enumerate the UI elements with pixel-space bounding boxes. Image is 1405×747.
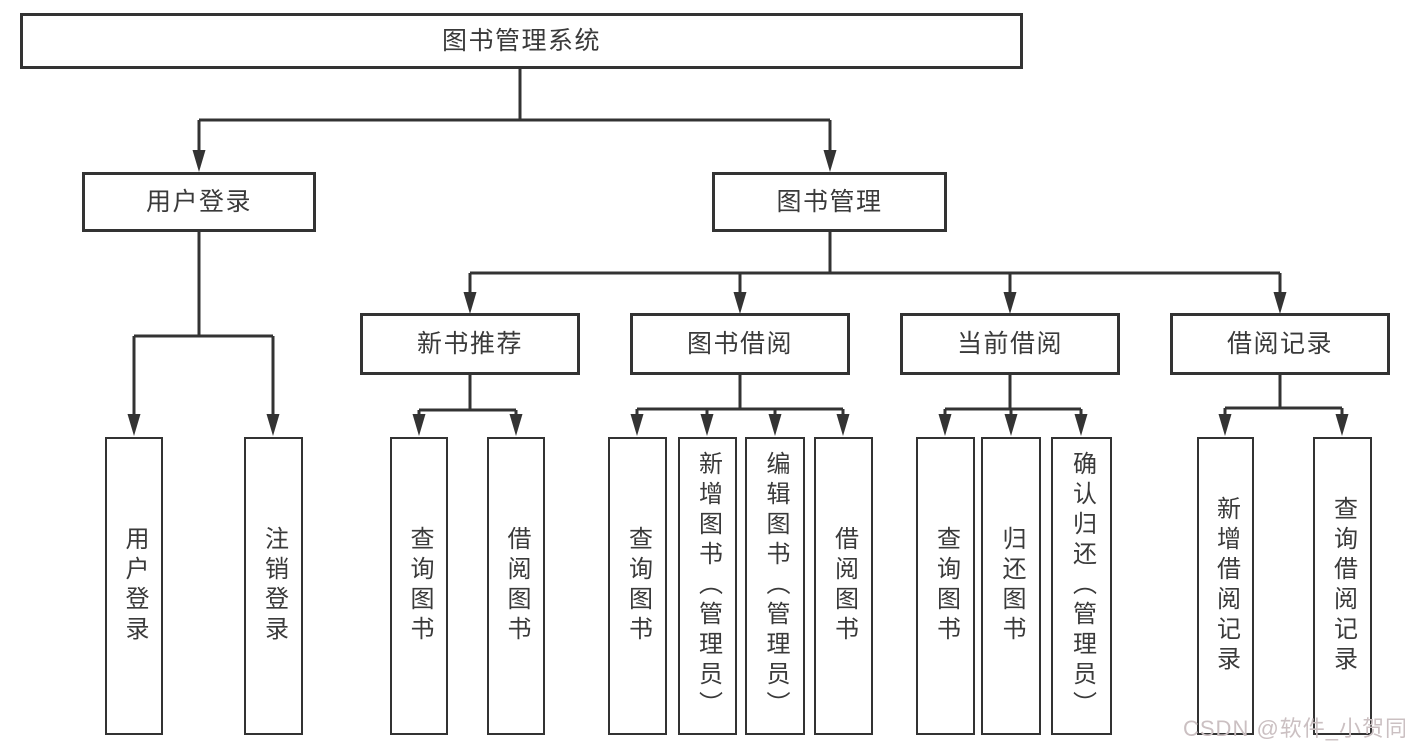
leaf-return-books: 归还图书 bbox=[981, 437, 1041, 735]
leaf-borrow-books-borrowing: 借阅图书 bbox=[814, 437, 873, 735]
leaf-search-books-current: 查询图书 bbox=[916, 437, 975, 735]
leaf-return-books-label: 归还图书 bbox=[998, 526, 1025, 646]
node-book-management-label: 图书管理 bbox=[776, 187, 883, 216]
csdn-watermark: CSDN @软件_小贺同学 bbox=[1183, 716, 1405, 741]
node-book-management: 图书管理 bbox=[712, 172, 947, 232]
leaf-logout-label: 注销登录 bbox=[260, 526, 288, 646]
node-book-borrowing: 图书借阅 bbox=[630, 313, 850, 375]
node-borrowing-records-label: 借阅记录 bbox=[1226, 329, 1333, 358]
arrowheads bbox=[127, 150, 1349, 436]
node-user-login-label: 用户登录 bbox=[145, 187, 252, 216]
leaf-confirm-return-admin-label: 确认归还（管理员） bbox=[1068, 451, 1096, 721]
leaf-search-books-recommend-label: 查询图书 bbox=[406, 526, 433, 646]
node-library-management-system: 图书管理系统 bbox=[20, 13, 1023, 69]
leaf-search-borrow-record-label: 查询借阅记录 bbox=[1329, 496, 1357, 676]
node-user-login: 用户登录 bbox=[82, 172, 316, 232]
leaf-search-books-recommend: 查询图书 bbox=[390, 437, 448, 735]
leaf-logout: 注销登录 bbox=[244, 437, 303, 735]
leaf-search-books-current-label: 查询图书 bbox=[932, 526, 960, 646]
leaf-borrow-books-recommend: 借阅图书 bbox=[487, 437, 545, 735]
connector-paths bbox=[132, 69, 1344, 416]
leaf-edit-book-admin: 编辑图书（管理员） bbox=[745, 437, 805, 735]
leaf-add-book-admin-label: 新增图书（管理员） bbox=[694, 451, 722, 721]
leaf-search-borrow-record: 查询借阅记录 bbox=[1313, 437, 1372, 735]
node-new-book-recommend-label: 新书推荐 bbox=[416, 329, 523, 358]
node-library-management-system-label: 图书管理系统 bbox=[441, 26, 601, 55]
leaf-borrow-books-recommend-label: 借阅图书 bbox=[503, 526, 530, 646]
node-new-book-recommend: 新书推荐 bbox=[360, 313, 580, 375]
leaf-add-borrow-record-label: 新增借阅记录 bbox=[1212, 496, 1240, 676]
leaf-user-login-label: 用户登录 bbox=[121, 526, 148, 646]
node-current-borrowing-label: 当前借阅 bbox=[956, 329, 1063, 358]
leaf-confirm-return-admin: 确认归还（管理员） bbox=[1051, 437, 1112, 735]
node-book-borrowing-label: 图书借阅 bbox=[686, 329, 793, 358]
leaf-add-borrow-record: 新增借阅记录 bbox=[1197, 437, 1254, 735]
leaf-edit-book-admin-label: 编辑图书（管理员） bbox=[762, 451, 789, 721]
leaf-search-books-borrowing-label: 查询图书 bbox=[624, 526, 652, 646]
leaf-user-login: 用户登录 bbox=[105, 437, 163, 735]
leaf-add-book-admin: 新增图书（管理员） bbox=[678, 437, 737, 735]
leaf-borrow-books-borrowing-label: 借阅图书 bbox=[830, 526, 858, 646]
node-current-borrowing: 当前借阅 bbox=[900, 313, 1120, 375]
leaf-search-books-borrowing: 查询图书 bbox=[608, 437, 667, 735]
node-borrowing-records: 借阅记录 bbox=[1170, 313, 1390, 375]
